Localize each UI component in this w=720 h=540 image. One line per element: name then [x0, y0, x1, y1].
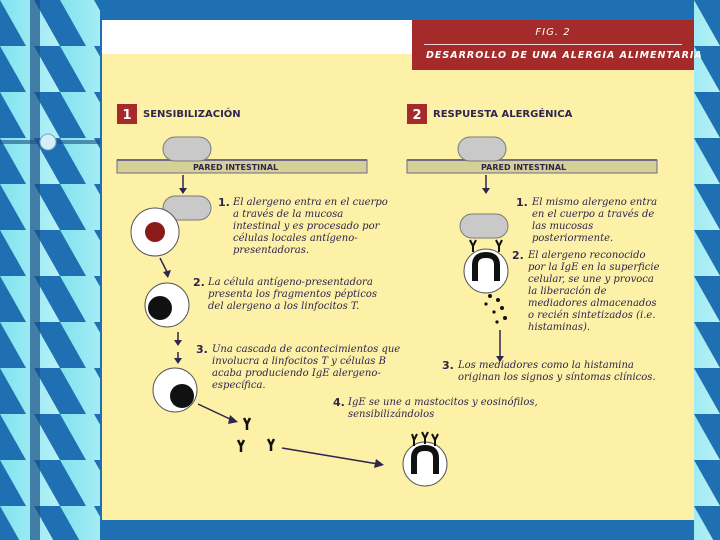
left-step-1-number: 1.: [218, 196, 230, 209]
svg-text:2: 2: [412, 108, 421, 123]
wall-label-left: PARED INTESTINAL: [193, 163, 279, 172]
figure-title: DESARROLLO DE UNA ALERGIA ALIMENTARIA: [426, 50, 703, 61]
allergen-pill-right-bound: [459, 213, 509, 239]
right-step-2-number: 2.: [512, 249, 524, 262]
figure-number: FIG. 2: [535, 27, 571, 38]
allergen-pill-left-inside: [162, 195, 212, 221]
left-step-3-text: Una cascada de acontecimientos que invol…: [212, 344, 401, 391]
right-step-3-number: 3.: [442, 359, 454, 372]
left-step-2-number: 2.: [193, 276, 205, 289]
allergen-pill-left-top: [162, 136, 212, 162]
right-step-3-text: Los mediadores como la histamina origina…: [458, 360, 656, 383]
wall-label-right: PARED INTESTINAL: [481, 163, 567, 172]
released-mediators: [484, 294, 507, 324]
left-step-2-text: La célula antígeno-presentadora presenta…: [208, 277, 378, 312]
allergen-pill-right-top: [457, 136, 507, 162]
section-2-title: RESPUESTA ALERGÉNICA: [433, 109, 573, 120]
figure-header: FIG. 2 DESARROLLO DE UNA ALERGIA ALIMENT…: [412, 20, 702, 70]
header-divider: [424, 44, 682, 45]
section-2-badge: 2: [407, 104, 427, 124]
right-step-2-text: El alergeno reconocido por la IgE en la …: [528, 250, 660, 333]
ige-antibodies: [236, 417, 276, 452]
section-1-badge: 1: [117, 104, 137, 124]
right-step-1-text: El mismo alergeno entra en el cuerpo a t…: [532, 197, 658, 244]
left-step-4-number: 4.: [333, 396, 345, 409]
right-step-1-number: 1.: [516, 196, 528, 209]
left-step-4-text: IgE se une a mastocitos y eosinófilos, s…: [348, 397, 538, 420]
sensitized-mast-cell: [402, 431, 448, 487]
mast-cell-activation: [463, 239, 509, 294]
left-step-3-number: 3.: [196, 343, 208, 356]
diagram-panel: [102, 54, 694, 520]
svg-text:1: 1: [122, 108, 131, 123]
left-step-1-text: El alergeno entra en el cuerpo a través …: [233, 197, 388, 256]
figure-slide: FIG. 2 DESARROLLO DE UNA ALERGIA ALIMENT…: [102, 20, 702, 520]
section-1-title: SENSIBILIZACIÓN: [143, 109, 241, 120]
